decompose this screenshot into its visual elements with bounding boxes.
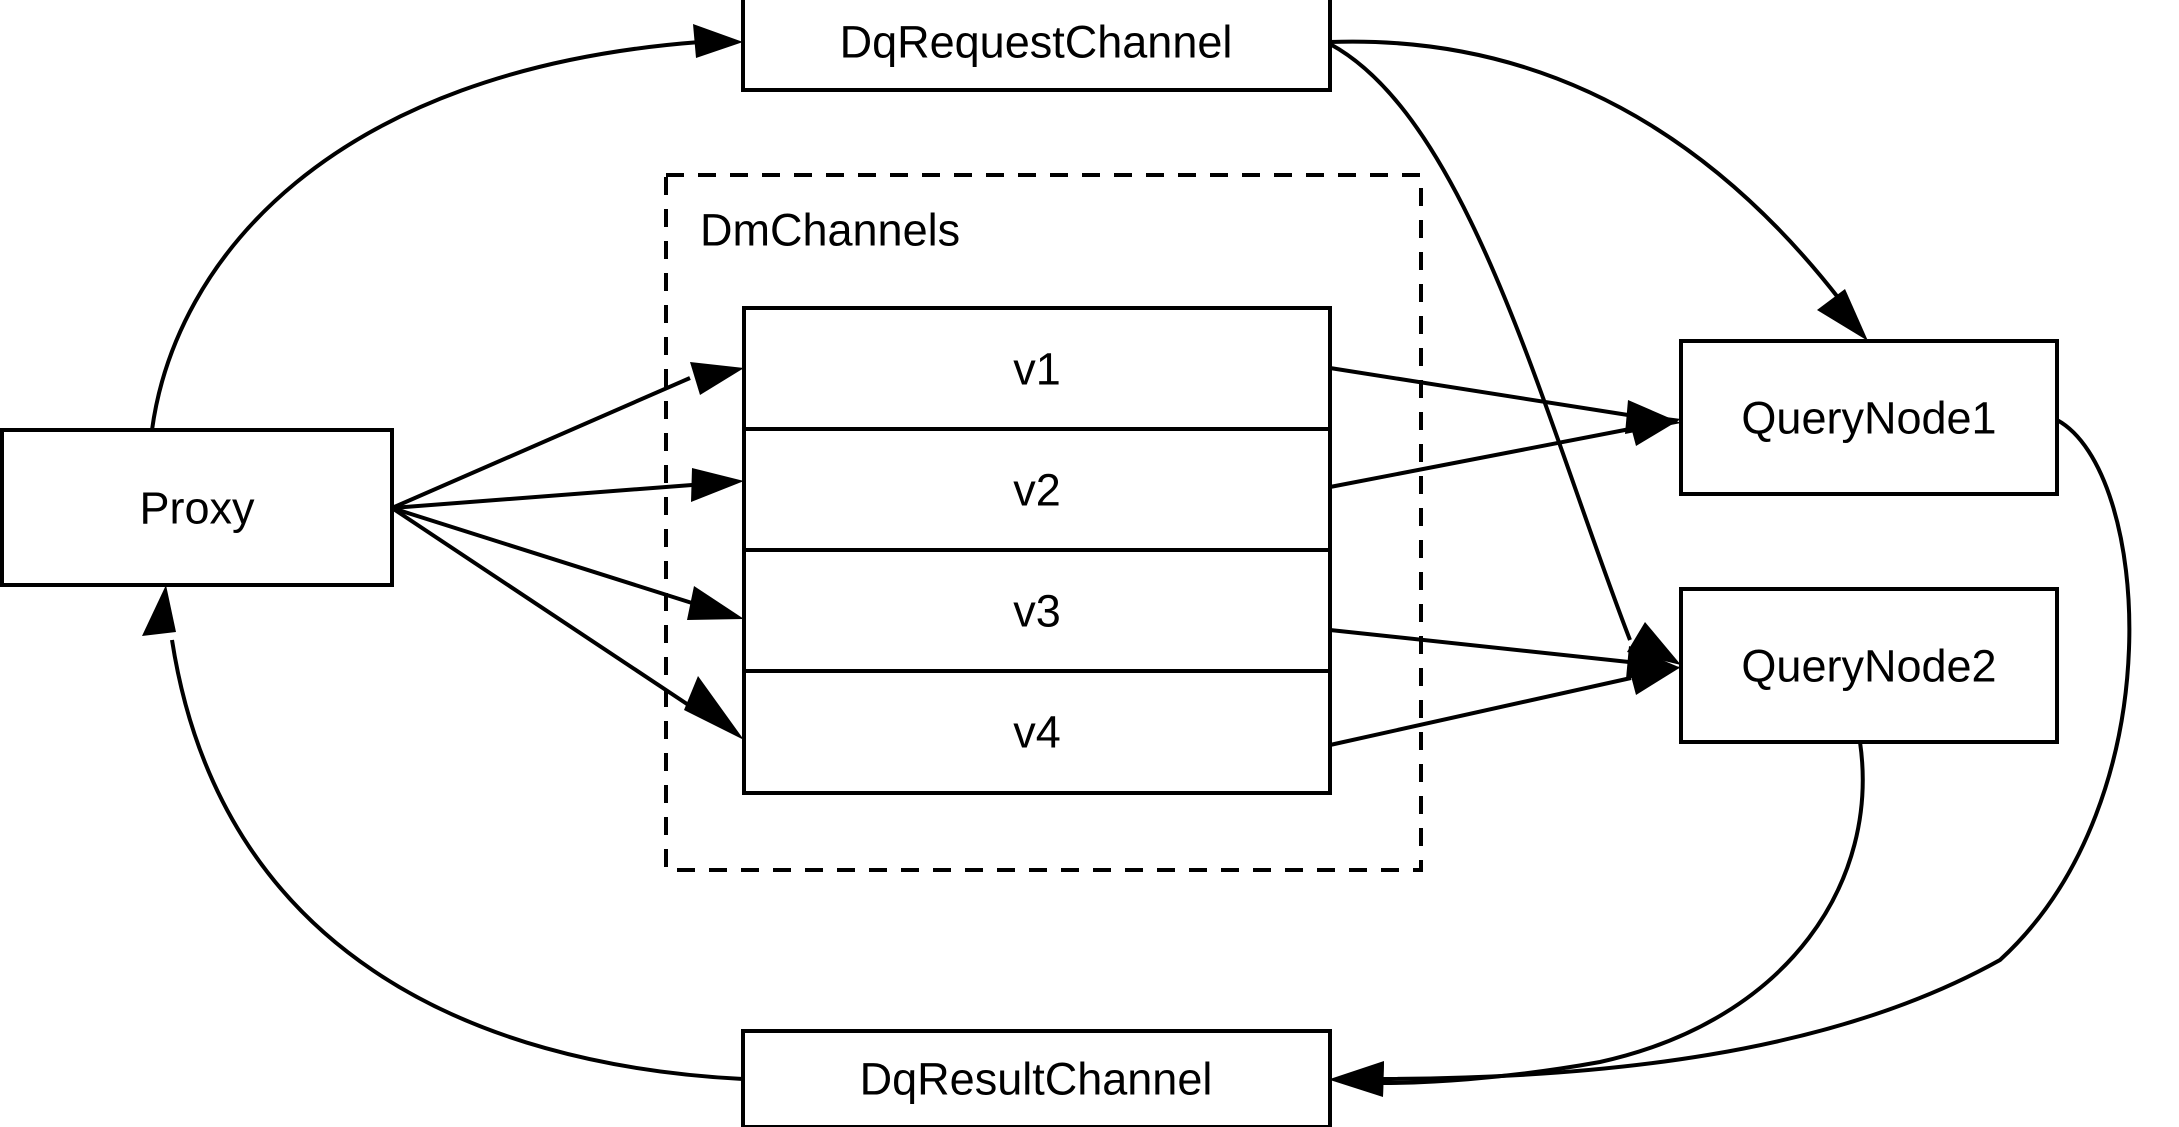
arrowhead-icon xyxy=(1817,289,1868,341)
node-query-node-1[interactable]: QueryNode1 xyxy=(1679,339,2059,496)
node-query-node-1-label: QueryNode1 xyxy=(1741,393,1996,444)
node-proxy-label: Proxy xyxy=(139,483,255,534)
node-proxy[interactable]: Proxy xyxy=(0,428,394,587)
edge-v4-to-querynode2 xyxy=(1329,661,1681,747)
channel-row-v4-label: v4 xyxy=(1013,707,1061,758)
edge-proxy-to-dqrequestchannel xyxy=(150,24,743,431)
node-dq-request-channel-box[interactable] xyxy=(741,0,1332,92)
arrowhead-icon xyxy=(1627,661,1681,695)
arrowhead-icon xyxy=(1627,412,1681,446)
channel-row-v4[interactable] xyxy=(742,669,1332,795)
dmchannels-group-label: DmChannels xyxy=(700,205,960,256)
edge-layer xyxy=(142,24,2132,1097)
dmchannels-group-border xyxy=(664,173,1423,872)
node-dq-result-channel-box[interactable] xyxy=(741,1029,1332,1127)
edge-proxy-to-v4 xyxy=(390,506,744,740)
edge-v1-to-querynode1 xyxy=(1329,366,1681,434)
edge-dqrequestchannel-to-querynode1 xyxy=(1329,39,1868,341)
channel-row-v2[interactable] xyxy=(742,427,1332,552)
node-query-node-2[interactable]: QueryNode2 xyxy=(1679,587,2059,744)
arrowhead-icon xyxy=(691,468,744,502)
node-query-node-2-label: QueryNode2 xyxy=(1741,641,1996,692)
edge-proxy-to-v2 xyxy=(391,468,744,510)
node-dq-request-channel[interactable]: DqRequestChannel xyxy=(741,0,1332,92)
arrowhead-icon xyxy=(687,586,744,620)
dmchannels-group: DmChannels xyxy=(664,173,1423,872)
edge-v2-to-querynode1 xyxy=(1329,412,1681,489)
node-dq-result-channel[interactable]: DqResultChannel xyxy=(741,1029,1332,1127)
edge-dqrequestchannel-to-querynode2 xyxy=(1329,42,1681,665)
edge-proxy-to-v1 xyxy=(391,362,744,510)
node-query-node-2-box[interactable] xyxy=(1679,587,2059,744)
channel-row-v1-label: v1 xyxy=(1013,344,1061,395)
node-query-node-1-box[interactable] xyxy=(1679,339,2059,496)
channel-row-v3[interactable] xyxy=(742,548,1332,673)
arrowhead-icon xyxy=(1330,1062,1384,1097)
channel-row-v1[interactable] xyxy=(742,306,1332,431)
channel-row-v3-label: v3 xyxy=(1013,586,1061,637)
edge-querynode1-to-dqresultchannel xyxy=(1330,418,2132,1096)
edge-querynode2-to-dqresultchannel xyxy=(1330,741,1865,1097)
arrowhead-icon xyxy=(684,676,744,740)
arrowhead-icon xyxy=(693,24,743,58)
edge-dqresultchannel-to-proxy xyxy=(142,585,744,1081)
arrowhead-icon xyxy=(690,362,744,395)
arrowhead-icon xyxy=(142,585,176,636)
node-dq-request-channel-label: DqRequestChannel xyxy=(840,17,1233,68)
channel-row-v2-label: v2 xyxy=(1013,465,1061,516)
channel-table: v1 v2 v3 v4 xyxy=(742,306,1332,795)
node-dq-result-channel-label: DqResultChannel xyxy=(860,1054,1213,1105)
node-proxy-box[interactable] xyxy=(0,428,394,587)
edge-proxy-to-v3 xyxy=(391,506,744,620)
